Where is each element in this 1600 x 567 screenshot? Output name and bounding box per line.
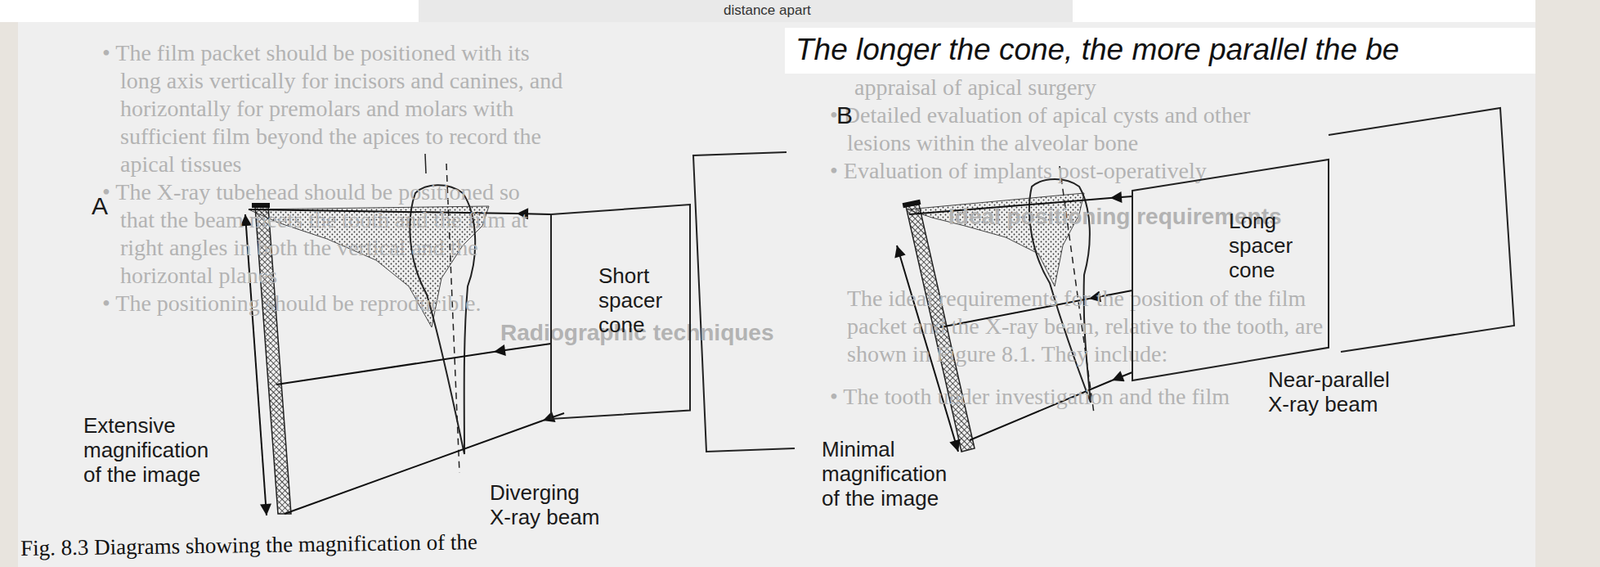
callout-label-holder: Minimal magnification of the image [821, 436, 965, 511]
film-edge [902, 199, 922, 208]
x-ray-beam [1111, 371, 1133, 381]
page-text: apical tissues [120, 152, 243, 177]
page-text: • The X-ray tubehead should be positione… [102, 179, 520, 205]
cone-outline-shape [551, 204, 691, 419]
page-text-holder: • The X-ray tubehead should be positione… [102, 179, 520, 205]
page-text-holder: horizontal planes [120, 263, 278, 288]
page-text: horizontally for premolars and molars wi… [120, 96, 514, 122]
page-text: • The positioning should be reproducible… [102, 291, 481, 316]
page-text: appraisal of apical surgery [854, 75, 1097, 100]
x-ray-beam [1110, 196, 1133, 198]
page-text-holder: appraisal of apical surgery [854, 75, 1097, 100]
page-text: shown in Figure 8.1. They include: [847, 341, 1168, 367]
page-text: sufficient film beyond the apices to rec… [120, 124, 542, 149]
panel-letter: A [91, 192, 108, 220]
spacer-cone: Short spacer cone [551, 204, 691, 419]
page-text-holder: long axis vertically for incisors and ca… [120, 68, 563, 94]
page-text: • The film packet should be positioned w… [102, 40, 530, 66]
panel-letter: B [836, 102, 853, 129]
page-text: • Detailed evaluation of apical cysts an… [829, 103, 1251, 128]
page-text-holder: horizontally for premolars and molars wi… [120, 96, 514, 122]
page-text-holder: • Evaluation of implants post-operativel… [829, 158, 1207, 184]
page-text-holder: lesions within the alveolar bone [847, 130, 1139, 156]
callout-label-holder: Extensive magnification of the image [83, 412, 215, 487]
page-text: The ideal requirements for the position … [847, 286, 1306, 311]
page-text: right angles in both the vertical and th… [120, 235, 479, 260]
panel-letter-holder: A [91, 192, 108, 220]
tubehead-outline [1328, 107, 1515, 352]
callout-label: Diverging X-ray beam [489, 479, 605, 529]
cone-label: Short spacer cone [598, 263, 681, 337]
spacer-cone: Long spacer cone [1132, 159, 1329, 382]
page-text-holder: that the beam meets the tooth and the fi… [120, 207, 528, 233]
overlay-note: The longer the cone, the more parallel t… [795, 32, 1399, 68]
page-text-holder: shown in Figure 8.1. They include: [847, 341, 1168, 367]
cone-outline-shape [1132, 159, 1329, 381]
page-text-holder: right angles in both the vertical and th… [120, 235, 479, 260]
page-text-holder: • Detailed evaluation of apical cysts an… [829, 103, 1251, 128]
overlay-note-holder: The longer the cone, the more parallel t… [795, 32, 1399, 68]
page-text: lesions within the alveolar bone [847, 130, 1139, 156]
page-text: that the beam meets the tooth and the fi… [120, 207, 528, 233]
page-text: long axis vertically for incisors and ca… [120, 68, 563, 94]
header-note: distance apart [723, 2, 812, 19]
callout-label: Extensive magnification of the image [83, 412, 215, 487]
callout-label: Near-parallel X-ray beam [1268, 367, 1395, 417]
page-text-holder: sufficient film beyond the apices to rec… [120, 124, 542, 149]
callout-label: Minimal magnification of the image [821, 436, 965, 511]
x-ray-beam [276, 351, 494, 385]
callout-label-holder: Diverging X-ray beam [489, 479, 605, 529]
page-text-holder: • The film packet should be positioned w… [102, 40, 530, 66]
page-text-holder: The ideal requirements for the position … [847, 286, 1306, 311]
page-text-holder: • The positioning should be reproducible… [102, 291, 481, 316]
header-note-holder: distance apart [723, 2, 812, 19]
tick-mark [425, 153, 426, 174]
callout-label-holder: Near-parallel X-ray beam [1268, 367, 1395, 417]
panel-letter-holder: B [836, 102, 853, 129]
cone-label: Long spacer cone [1228, 208, 1311, 283]
page-text: horizontal planes [120, 263, 278, 288]
page-text-holder: apical tissues [120, 152, 243, 177]
page-text: packet and the X-ray beam, relative to t… [847, 313, 1323, 339]
page-text: • Evaluation of implants post-operativel… [829, 158, 1207, 184]
tubehead-outline [693, 152, 795, 452]
page-text: • The tooth under investigation and the … [829, 384, 1230, 409]
page-text-holder: packet and the X-ray beam, relative to t… [847, 313, 1323, 339]
page-text-holder: • The tooth under investigation and the … [829, 384, 1230, 409]
